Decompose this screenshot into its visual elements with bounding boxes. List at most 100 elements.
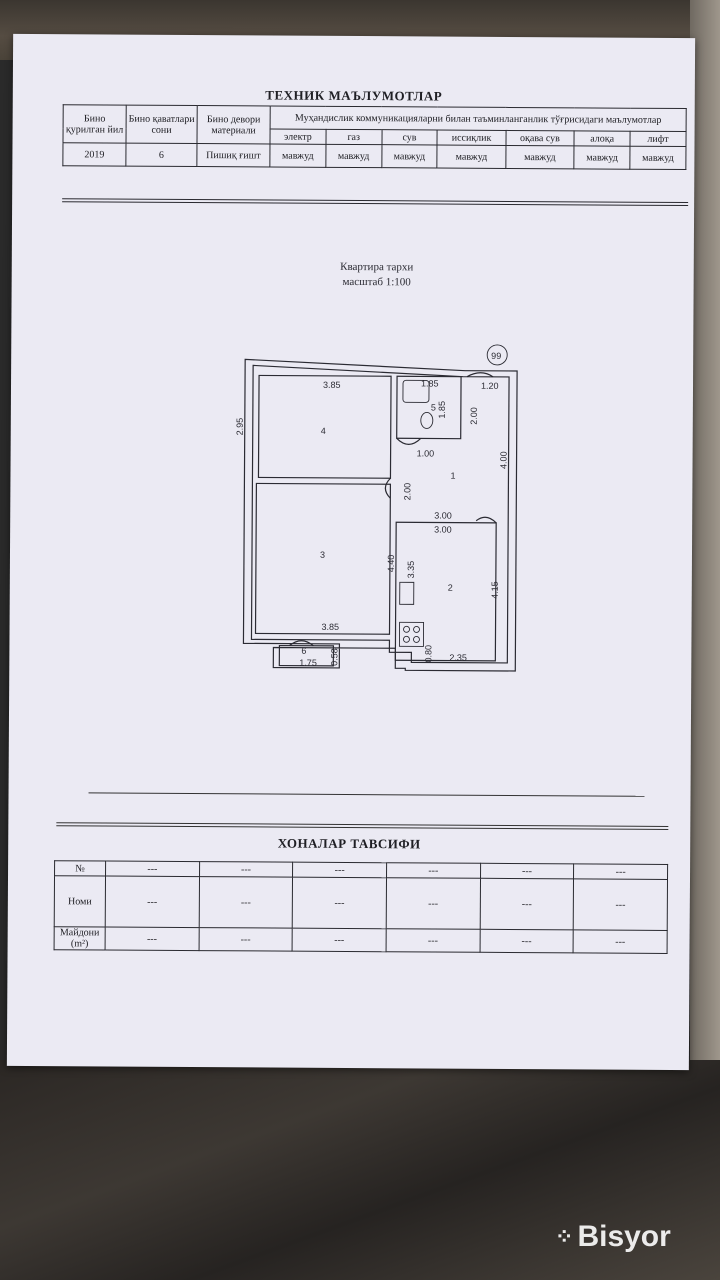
util-water: сув: [381, 129, 438, 146]
rooms-cell: ---: [480, 863, 574, 879]
val-wall: Пишиқ ғишт: [196, 143, 270, 167]
val-electric: мавжуд: [269, 143, 326, 168]
rooms-row-label-num: №: [54, 860, 106, 877]
rooms-cell: ---: [105, 861, 200, 877]
room-5-num: 5: [431, 402, 436, 412]
dim-r2-w2: 3.00: [434, 525, 452, 535]
util-phone: алоқа: [574, 130, 631, 147]
dim-r5-w: 1.85: [421, 378, 439, 388]
background-bottom: [0, 1060, 720, 1280]
dim-r1-top: 1.20: [481, 381, 499, 391]
room-3-num: 3: [320, 550, 325, 560]
rooms-row-label-name: Номи: [54, 875, 106, 928]
rooms-cell: ---: [479, 878, 574, 930]
inner-outline: [250, 364, 510, 664]
val-floors: 6: [125, 143, 197, 167]
rooms-cell: ---: [292, 877, 387, 929]
watermark-text: Bisyor: [577, 1220, 671, 1253]
room-4-num: 4: [321, 426, 326, 436]
rooms-table: № --- --- --- --- --- --- Номи --- --- -…: [54, 860, 669, 954]
rooms-cell: ---: [386, 877, 481, 930]
toilet-icon: [420, 412, 434, 429]
col-year: Бино қурилган йил: [62, 104, 127, 144]
room-2-num: 2: [448, 583, 453, 593]
background-right: [690, 0, 720, 1080]
room-6-num: 6: [301, 646, 306, 656]
val-phone: мавжуд: [574, 145, 631, 170]
dim-r6-h: 0.58: [329, 648, 339, 666]
door-arc: [384, 477, 391, 499]
door-arc: [289, 640, 314, 647]
floor-plan: 3.85 2.95 4 1.85 1.85 5 1.20 2.00 1.00 2…: [235, 344, 518, 672]
room-4: [257, 374, 392, 479]
door-arc: [466, 372, 494, 378]
col-floors: Бино қаватлари сони: [125, 105, 198, 144]
dim-r2-h: 4.15: [490, 581, 500, 599]
rooms-cell: ---: [573, 878, 668, 931]
tech-info-table: Бино қурилган йил Бино қаватлари сони Би…: [62, 104, 687, 170]
apt-number: 99: [491, 351, 501, 361]
plan-caption-scale: масштаб 1:100: [342, 275, 411, 289]
dim-r2-k: 0.80: [423, 645, 433, 663]
dim-r1-h3: 2.00: [469, 407, 479, 425]
util-heat: иссиқлик: [437, 130, 506, 146]
val-gas: мавжуд: [325, 144, 382, 168]
plan-caption-title: Квартира тархи: [340, 260, 414, 274]
util-lift: лифт: [630, 131, 687, 147]
dim-r6-w: 1.75: [299, 658, 317, 668]
door-arc: [396, 437, 422, 445]
util-sewer: оқава сув: [505, 130, 575, 146]
dim-r4-h: 2.95: [235, 418, 245, 436]
door-arc: [475, 516, 497, 524]
val-water: мавжуд: [381, 144, 438, 169]
rooms-cell: ---: [198, 927, 293, 952]
dim-r4-w: 3.85: [323, 380, 341, 390]
dim-r1-h1: 2.00: [402, 483, 412, 501]
tech-title: ТЕХНИК МАЪЛУМОТЛАР: [265, 87, 443, 104]
dim-r3-h: 4.40: [386, 555, 396, 573]
document-sheet: ТЕХНИК МАЪЛУМОТЛАР Бино қурилган йил Бин…: [6, 33, 696, 1071]
rooms-cell: ---: [199, 861, 293, 878]
bathtub-icon: [402, 379, 430, 403]
rooms-cell: ---: [386, 862, 481, 879]
dim-r2-w1: 3.00: [434, 511, 452, 521]
util-electric: электр: [269, 128, 326, 145]
dim-r2-b: 2.35: [449, 653, 467, 663]
dim-r5-h: 1.85: [437, 401, 447, 419]
dim-r1-h2: 4.00: [499, 451, 509, 469]
apt-number-circle: [486, 344, 508, 366]
room-2: [394, 521, 497, 662]
comm-title: Муҳандислик коммуникацияларни билан таъм…: [270, 105, 687, 132]
room-5: [396, 375, 462, 440]
logo-dots-icon: ⁘: [555, 1224, 573, 1249]
dim-r3-w: 3.85: [322, 622, 340, 632]
rooms-cell: ---: [479, 929, 574, 953]
val-heat: мавжуд: [437, 145, 506, 169]
room-3: [254, 482, 392, 635]
util-gas: газ: [325, 129, 382, 145]
stove-icon: [398, 621, 425, 647]
room-6: [278, 644, 335, 667]
val-sewer: мавжуд: [505, 145, 575, 169]
val-year: 2019: [62, 142, 126, 167]
rooms-cell: ---: [573, 929, 668, 954]
signature-line: [88, 792, 645, 797]
rooms-cell: ---: [292, 928, 387, 952]
dim-r2-s: 3.35: [406, 561, 416, 579]
rooms-cell: ---: [573, 863, 668, 880]
sink-icon: [399, 581, 415, 605]
rooms-cell: ---: [386, 928, 480, 953]
watermark: ⁘ Bisyor: [555, 1220, 671, 1254]
room-1-num: 1: [450, 471, 455, 481]
dim-r1-w: 1.00: [417, 448, 435, 458]
val-lift: мавжуд: [629, 146, 686, 170]
rooms-row-label-area: Майдони (m²): [54, 926, 106, 951]
rooms-cell: ---: [198, 876, 293, 929]
rooms-cell: ---: [105, 927, 199, 951]
rooms-cell: ---: [292, 862, 387, 878]
rooms-title: ХОНАЛАР ТАВСИФИ: [277, 835, 421, 852]
rooms-cell: ---: [105, 876, 200, 928]
plan-caption: Квартира тархи масштаб 1:100: [302, 260, 452, 291]
col-wall: Бино девори материали: [196, 105, 271, 144]
outer-wall: [242, 358, 518, 672]
